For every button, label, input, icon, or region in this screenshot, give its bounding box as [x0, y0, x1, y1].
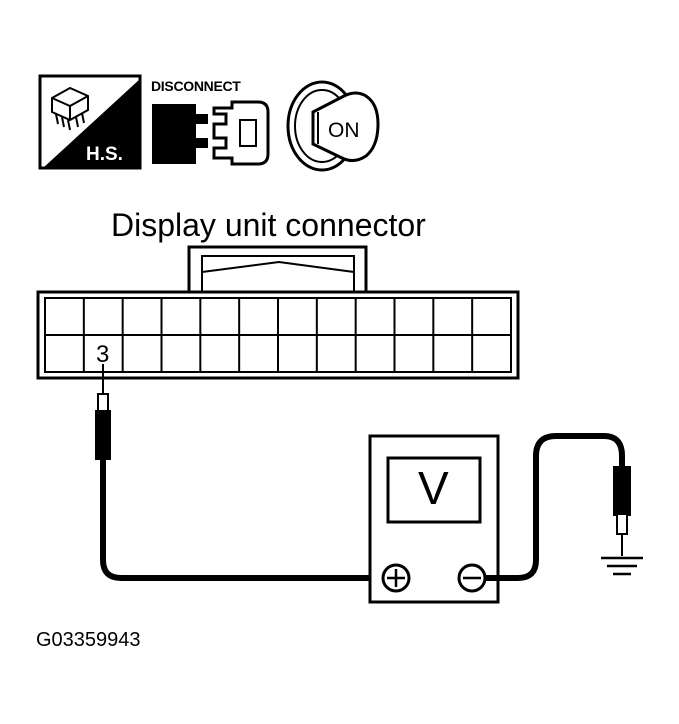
- positive-probe: [95, 364, 380, 581]
- ground-icon: [601, 556, 643, 576]
- negative-terminal: [457, 563, 487, 593]
- harness-service-icon: H.S.: [38, 74, 142, 170]
- figure-id: G03359943: [36, 629, 141, 651]
- connector-title: Display unit connector: [111, 207, 426, 243]
- disconnect-label: DISCONNECT: [151, 78, 241, 94]
- probed-pin-number: 3: [96, 341, 109, 368]
- negative-lead: [485, 433, 631, 581]
- disconnect-icon: DISCONNECT: [151, 78, 270, 166]
- voltmeter-unit-symbol: V: [418, 462, 449, 514]
- ignition-on-label: ON: [328, 119, 360, 142]
- ignition-on-icon: ON: [286, 80, 380, 172]
- positive-terminal: [381, 563, 411, 593]
- harness-service-label: H.S.: [86, 144, 123, 165]
- pin-grid: [45, 298, 511, 372]
- connector-body: 3: [36, 245, 520, 380]
- voltmeter: V: [368, 434, 500, 604]
